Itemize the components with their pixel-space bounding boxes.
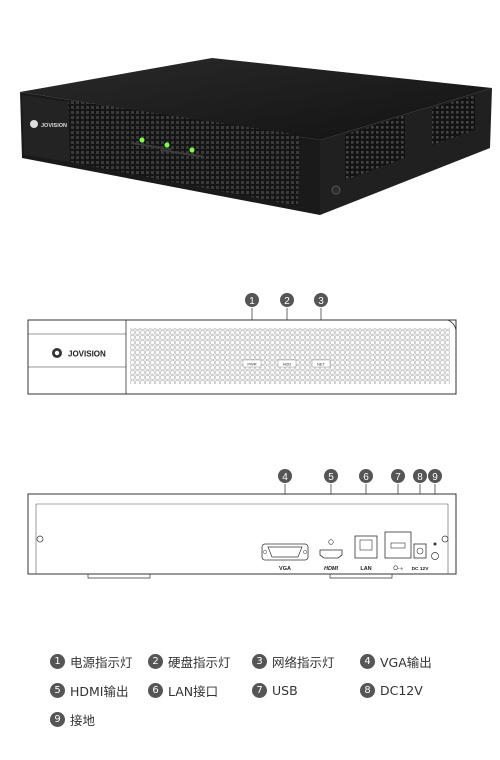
hdmi-port: HDMI — [319, 539, 343, 572]
pwr-label: PWR — [247, 362, 256, 367]
legend-item-5: 5 HDMI输出 — [50, 681, 129, 699]
front-panel-grill — [130, 328, 450, 384]
legend-label-vga: VGA输出 — [380, 654, 432, 670]
net-led-photo — [189, 147, 195, 153]
pwr-led-photo — [139, 137, 145, 143]
callout-6: 6 — [359, 469, 373, 483]
legend-item-7: 7 USB — [252, 681, 298, 699]
usb-port: ⭘⇢ — [384, 531, 412, 572]
nvr-product-photo: JOVISION — [20, 58, 492, 215]
hdmi-label: HDMI — [324, 566, 339, 572]
legend-label-net-led: 网络指示灯 — [272, 654, 335, 670]
legend-label-ground: 接地 — [70, 712, 96, 728]
legend-number-5: 5 — [50, 682, 65, 698]
rear-panel-drawing: 4 5 6 7 8 9 VGA HDMI LAN ⭘⇢ DC 12V — [27, 469, 457, 579]
legend-label-hdmi: HDMI输出 — [70, 683, 129, 699]
ground-terminal — [431, 542, 439, 560]
vga-port: VGA — [261, 543, 309, 572]
svg-text:9: 9 — [432, 472, 438, 483]
brand-text-small: JOVISION — [41, 123, 67, 129]
callout-2: 2 — [280, 293, 294, 307]
legend-number-2: 2 — [148, 653, 163, 669]
legend-item-2: 2 硬盘指示灯 — [148, 652, 231, 670]
front-logo-plate — [22, 95, 70, 162]
legend-item-1: 1 电源指示灯 — [50, 652, 133, 670]
legend-item-3: 3 网络指示灯 — [252, 652, 335, 670]
legend-number-7: 7 — [252, 682, 267, 698]
vga-label: VGA — [279, 566, 291, 572]
legend-number-3: 3 — [252, 653, 267, 669]
svg-text:8: 8 — [417, 472, 423, 483]
front-panel-drawing: 1 2 3 JOVISION PWR HDD NET — [27, 293, 457, 395]
side-vent-2 — [432, 95, 475, 145]
svg-text:6: 6 — [363, 472, 369, 483]
legend-number-1: 1 — [50, 653, 65, 669]
brand-text: JOVISION — [68, 350, 106, 359]
legend-label-lan: LAN接口 — [168, 683, 219, 699]
legend-number-4: 4 — [360, 653, 375, 669]
net-label: NET — [317, 362, 326, 367]
legend-item-8: 8 DC12V — [360, 681, 423, 699]
callout-1: 1 — [245, 293, 259, 307]
legend-number-9: 9 — [50, 711, 65, 727]
legend-number-8: 8 — [360, 682, 375, 698]
brand-logo: JOVISION — [52, 348, 106, 359]
callout-3: 3 — [314, 293, 328, 307]
hdd-label: HDD — [283, 362, 292, 367]
legend-label-dc12v: DC12V — [380, 682, 423, 698]
device-top-surface — [20, 58, 492, 140]
svg-text:2: 2 — [284, 296, 290, 307]
usb-symbol: ⭘⇢ — [393, 565, 403, 572]
svg-text:1: 1 — [249, 296, 255, 307]
dc-power-port: DC 12V — [412, 543, 430, 572]
legend-item-4: 4 VGA输出 — [360, 652, 432, 670]
legend-item-6: 6 LAN接口 — [148, 681, 218, 699]
hdd-led-photo — [164, 142, 170, 148]
led-labels: PWR HDD NET — [242, 359, 331, 368]
svg-text:7: 7 — [395, 472, 401, 483]
callout-4: 4 — [278, 469, 292, 483]
legend-label-power-led: 电源指示灯 — [70, 654, 133, 670]
callout-5: 5 — [324, 469, 338, 483]
svg-text:5: 5 — [328, 472, 334, 483]
svg-text:4: 4 — [282, 472, 288, 483]
dc-label: DC 12V — [412, 566, 430, 572]
rear-foot-right — [329, 574, 393, 579]
brand-logo-small: JOVISION — [30, 120, 67, 129]
callout-8: 8 — [413, 469, 427, 483]
legend-label-hdd-led: 硬盘指示灯 — [168, 654, 231, 670]
callout-9: 9 — [428, 469, 442, 483]
rear-screw-right — [441, 535, 449, 543]
ground-screw — [331, 185, 341, 195]
rear-panel-outline — [27, 493, 457, 575]
side-vent-1 — [345, 115, 405, 180]
legend-label-usb: USB — [272, 682, 298, 698]
legend-number-6: 6 — [148, 682, 163, 698]
rear-foot-left — [87, 574, 151, 579]
lan-port: LAN — [354, 535, 378, 572]
legend-item-9: 9 接地 — [50, 710, 95, 728]
callout-7: 7 — [391, 469, 405, 483]
lan-label: LAN — [360, 566, 371, 572]
rear-screw-left — [36, 535, 44, 543]
svg-text:3: 3 — [318, 296, 324, 307]
